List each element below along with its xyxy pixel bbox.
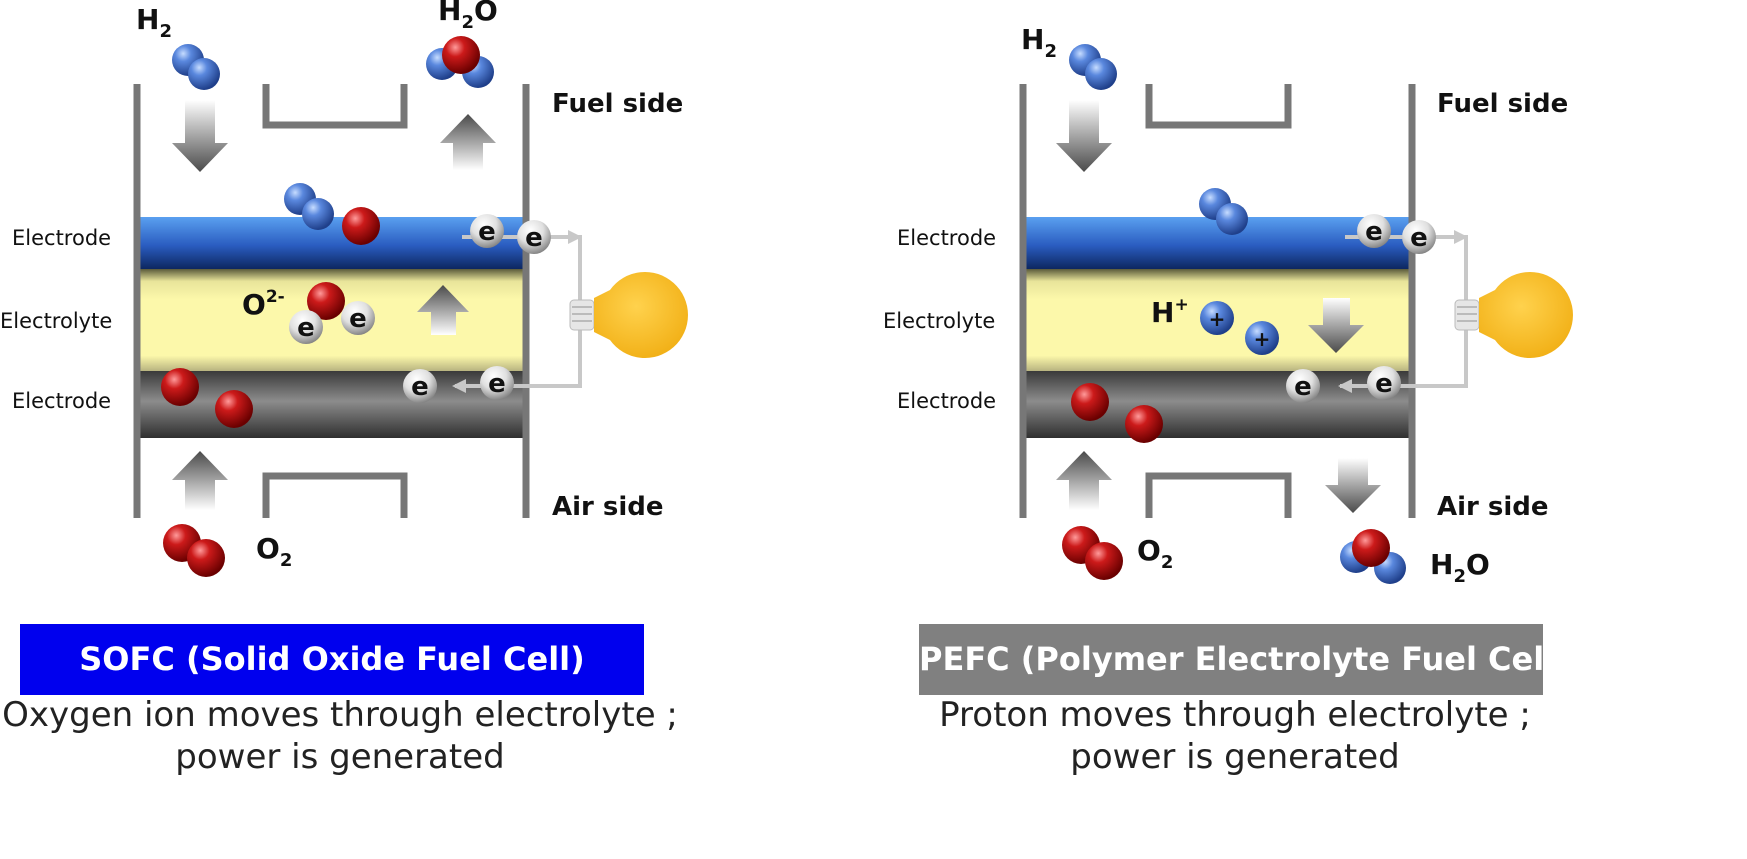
- sofc-description: Oxygen ion moves through electrolyte ; p…: [0, 694, 680, 778]
- sofc-air-side-label: Air side: [552, 492, 664, 522]
- pefc-h2-inflow-arrow: [1056, 100, 1112, 172]
- pefc-h2-molecule-icon: [1069, 44, 1117, 90]
- pefc-circuit-arrowhead: [1454, 230, 1468, 244]
- pefc-description-line1: Proton moves through electrolyte ;: [939, 695, 1531, 735]
- pefc-banner: PEFC (Polymer Electrolyte Fuel Cell): [919, 624, 1570, 695]
- pefc-electrolyte-label: Electrolyte: [883, 309, 995, 333]
- electron-label: e: [1294, 372, 1312, 402]
- sofc-electron-icons: [403, 214, 551, 403]
- pefc-description-line2: power is generated: [1070, 737, 1400, 777]
- sofc-h2o-molecule-icon: [426, 36, 494, 88]
- pefc-o2-inflow-arrow: [1056, 451, 1112, 510]
- pefc-cell: e e e e + + H2 Fuel side Air side Electr…: [883, 23, 1573, 587]
- sofc-electrode-top-layer: [138, 217, 525, 269]
- electron-label: e: [1365, 217, 1383, 247]
- electron-label: e: [488, 369, 506, 399]
- pefc-o2-molecule-icon: [1062, 526, 1123, 580]
- electron-label: e: [411, 372, 429, 402]
- pefc-h2o-label: H2O: [1430, 548, 1490, 587]
- sofc-electrolyte-label: Electrolyte: [0, 309, 112, 333]
- pefc-proton-icons: [1200, 301, 1279, 355]
- sofc-fuel-side-label: Fuel side: [552, 89, 683, 119]
- electron-label: e: [525, 223, 543, 253]
- pefc-electrode-top-label: Electrode: [897, 226, 996, 250]
- sofc-electrode-bottom-label: Electrode: [12, 389, 111, 413]
- pefc-proton-arrow: [1308, 298, 1364, 353]
- pefc-air-side-label: Air side: [1437, 492, 1549, 522]
- pefc-fuel-channel: [1145, 84, 1292, 129]
- pefc-description: Proton moves through electrolyte ; power…: [900, 694, 1570, 778]
- pefc-ion-label: H+: [1151, 295, 1189, 329]
- pefc-light-bulb-icon: [1454, 272, 1573, 358]
- pefc-electrode-bottom-label: Electrode: [897, 389, 996, 413]
- pefc-air-channel: [1145, 472, 1292, 518]
- sofc-description-line1: Oxygen ion moves through electrolyte ;: [2, 695, 678, 735]
- sofc-description-line2: power is generated: [175, 737, 505, 777]
- sofc-fuel-channel: [262, 84, 408, 129]
- pefc-h2-reaction-icon: [1199, 188, 1248, 235]
- sofc-oxygen-atoms-icon: [161, 368, 253, 428]
- pefc-h2o-molecule-icon: [1340, 529, 1406, 584]
- sofc-reaction-molecules-icon: [284, 183, 380, 245]
- sofc-h2o-outflow-arrow: [440, 114, 496, 170]
- sofc-oxygen-ion-icon: [289, 282, 375, 344]
- pefc-h2o-outflow-arrow: [1325, 458, 1381, 513]
- pefc-o2-label: O2: [1137, 534, 1173, 573]
- sofc-electrode-top-label: Electrode: [12, 226, 111, 250]
- sofc-light-bulb-icon: [569, 272, 688, 358]
- electron-label: e: [297, 313, 315, 343]
- sofc-h2-inflow-arrow: [172, 100, 228, 172]
- sofc-cell: e e e e e e H2 H2O Fuel side Air side El…: [0, 0, 688, 577]
- pefc-electron-icons: [1286, 214, 1436, 403]
- sofc-circuit-arrowhead-bottom: [452, 379, 466, 393]
- sofc-banner: SOFC (Solid Oxide Fuel Cell): [20, 624, 644, 695]
- sofc-air-channel: [262, 472, 408, 518]
- proton-sign: +: [1254, 327, 1271, 351]
- sofc-h2-label: H2: [136, 3, 172, 42]
- pefc-h2-label: H2: [1021, 23, 1057, 62]
- pefc-oxygen-atoms-icon: [1071, 383, 1163, 443]
- sofc-h2o-label: H2O: [438, 0, 498, 33]
- proton-sign: +: [1209, 307, 1226, 331]
- sofc-ion-arrow: [417, 285, 469, 335]
- electron-label: e: [1410, 223, 1428, 253]
- electron-label: e: [478, 217, 496, 247]
- sofc-o2-inflow-arrow: [172, 451, 228, 510]
- electron-label: e: [1375, 369, 1393, 399]
- sofc-ion-label: O2-: [242, 287, 285, 321]
- sofc-circuit-arrowhead: [568, 230, 582, 244]
- sofc-h2-molecule-icon: [172, 44, 220, 90]
- electron-label: e: [349, 304, 367, 334]
- pefc-fuel-side-label: Fuel side: [1437, 89, 1568, 119]
- sofc-o2-molecule-icon: [163, 524, 225, 577]
- sofc-o2-label: O2: [256, 532, 292, 571]
- pefc-circuit-arrowhead-bottom: [1338, 379, 1352, 393]
